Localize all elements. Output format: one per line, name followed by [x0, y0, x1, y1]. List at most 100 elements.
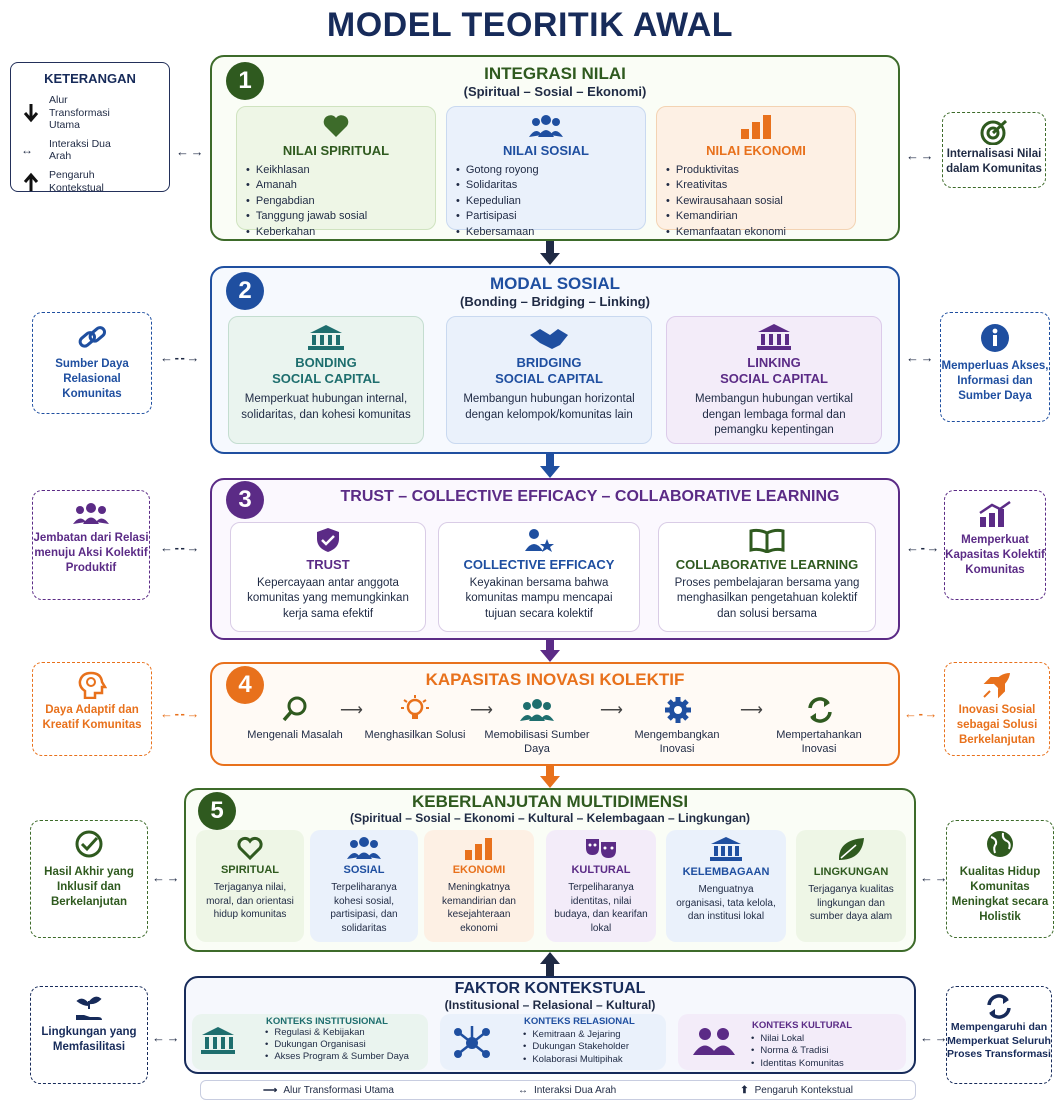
list-item: Norma & Tradisi [760, 1045, 844, 1057]
list-item: Regulasi & Kebijakan [274, 1027, 426, 1039]
handshake-icon [530, 329, 568, 349]
list-item: Solidaritas [466, 178, 645, 194]
arrow-down-icon [540, 640, 560, 662]
side-box-daya-adaptif: Daya Adaptif dan Kreatif Komunitas [32, 662, 152, 756]
card-title-line2: SOCIAL CAPITAL [272, 370, 380, 386]
two-way-arrow-icon: ← - → [904, 706, 938, 721]
institution-icon [710, 837, 742, 861]
card-title: NILAI SPIRITUAL [282, 143, 390, 158]
people-group-icon [520, 699, 554, 721]
section-4-title: KAPASITAS INOVASI KOLEKTIF [425, 670, 685, 689]
card-title: SPIRITUAL [220, 864, 280, 876]
target-icon [980, 119, 1008, 145]
card-description: Proses pembelajaran bersama yang menghas… [674, 576, 860, 620]
two-way-arrow-icon: ← - → [906, 540, 940, 555]
globe-icon [987, 831, 1013, 857]
card-bonding: BONDING SOCIAL CAPITAL Memperkuat hubung… [228, 316, 424, 444]
section-kapasitas-inovasi [210, 662, 900, 766]
section-fk-subtitle: (Institusional – Relasional – Kultural) [444, 998, 656, 1012]
legend-connector-arrow: ← → [176, 144, 204, 159]
arrow-down-icon [540, 766, 560, 788]
two-way-arrow-icon: ← → [906, 148, 934, 163]
side-box-label: Mempengaruhi dan Memperkuat Seluruh Pros… [947, 1021, 1051, 1061]
card-konteks-kultural: KONTEKS KULTURAL Nilai Lokal Norma & Tra… [678, 1014, 906, 1070]
two-way-arrow-icon: ← → [152, 870, 180, 885]
step-label: Menghasilkan Solusi [364, 729, 466, 741]
list-item: Kebersamaan [466, 225, 645, 241]
list-item: Nilai Lokal [760, 1033, 844, 1045]
card-title: NILAI SOSIAL [503, 143, 589, 158]
card-title: KONTEKS RELASIONAL [524, 1016, 635, 1027]
two-way-arrow-icon: ← - - → [160, 350, 199, 365]
card-kultural: KULTURAL Terpeliharanya identitas, nilai… [546, 830, 656, 942]
step-label: Mengembangkan Inovasi [634, 729, 720, 756]
card-title: KULTURAL [571, 864, 631, 876]
two-way-arrow-icon: ↔ [517, 1084, 528, 1096]
section-fk-title: FAKTOR KONTEKSTUAL [454, 980, 646, 997]
shield-check-icon [317, 528, 339, 552]
list-item: Produktivitas [676, 163, 855, 179]
card-title: KONTEKS INSTITUSIONAL [266, 1016, 388, 1027]
info-icon [981, 324, 1009, 352]
card-title: SOSIAL [343, 864, 385, 876]
side-box-memperluas-akses: Memperluas Akses, Informasi dan Sumber D… [940, 312, 1050, 422]
side-box-label: Hasil Akhir yang Inklusif dan Berkelanju… [44, 866, 134, 908]
section-2-number: 2 [226, 272, 264, 310]
side-box-sumber-daya-relasional: Sumber Daya Relasional Komunitas [32, 312, 152, 414]
card-title: KELEMBAGAAN [682, 866, 770, 878]
side-box-jembatan-relasi: Jembatan dari Relasi menuju Aksi Kolekti… [32, 490, 150, 600]
list-item: Kolaborasi Multipihak [532, 1054, 629, 1066]
bar-chart-icon [465, 838, 492, 860]
list-item: Kewirausahaan sosial [676, 194, 855, 210]
two-way-arrow-icon: ← → [920, 1030, 948, 1045]
institution-icon [201, 1027, 235, 1054]
refresh-icon [987, 994, 1011, 1019]
card-title-line1: BONDING [295, 355, 357, 370]
open-book-icon [749, 528, 785, 553]
side-box-label: Daya Adaptif dan Kreatif Komunitas [42, 704, 142, 731]
people-group-icon [73, 503, 109, 524]
two-way-arrow-icon: ↔ [21, 143, 33, 158]
two-way-arrow-icon: ← → [920, 870, 948, 885]
step-label: Mempertahankan Inovasi [776, 729, 862, 756]
card-collaborative-learning: COLLABORATIVE LEARNING Proses pembelajar… [658, 522, 876, 632]
section-2-title: MODAL SOSIAL [489, 274, 621, 293]
person-star-icon [525, 529, 554, 552]
card-description: Kepercayaan antar anggota komunitas yang… [247, 576, 409, 620]
step-label: Memobilisasi Sumber Daya [484, 729, 590, 756]
arrow-up-icon: ⬆ [740, 1084, 749, 1096]
side-box-label: Memperkuat Kapasitas Kolektif Komunitas [945, 534, 1045, 576]
card-title: COLLABORATIVE LEARNING [675, 557, 859, 572]
side-box-label: Jembatan dari Relasi menuju Aksi Kolekti… [33, 532, 149, 574]
magnifier-icon [282, 696, 307, 722]
list-item: Gotong royong [466, 163, 645, 179]
step-label: Mengenali Masalah [247, 729, 343, 741]
list-item: Dukungan Organisasi [274, 1039, 426, 1051]
card-title: EKONOMI [452, 864, 506, 876]
card-title: NILAI EKONOMI [706, 143, 806, 158]
legend-title: KETERANGAN [44, 71, 136, 86]
section-3-title: TRUST – COLLECTIVE EFFICACY – COLLABORAT… [340, 488, 840, 505]
side-box-label: Sumber Daya Relasional Komunitas [55, 358, 129, 400]
side-box-label: Lingkungan yang Memfasilitasi [41, 1026, 137, 1053]
card-konteks-relasional: KONTEKS RELASIONAL Kemitraan & Jejaring … [440, 1014, 666, 1070]
card-description: Menguatnya organisasi, tata kelola, dan … [676, 884, 776, 923]
section-5-title: KEBERLANJUTAN MULTIDIMENSI [411, 792, 689, 811]
footer-legend-item: Alur Transformasi Utama [283, 1084, 394, 1096]
card-trust: TRUST Kepercayaan antar anggota komunita… [230, 522, 426, 632]
people-group-icon [529, 115, 563, 137]
side-box-kualitas-hidup: Kualitas Hidup Komunitas Meningkat secar… [946, 820, 1054, 938]
institution-icon [757, 324, 791, 350]
legend-box: KETERANGAN Alur Transformasi Utama ↔ Int… [10, 62, 170, 194]
side-box-label: Memperluas Akses, Informasi dan Sumber D… [941, 360, 1049, 402]
people-group-icon [347, 837, 381, 859]
side-box-label: Kualitas Hidup Komunitas Meningkat secar… [951, 866, 1049, 923]
two-way-arrow-icon: ← - - → [160, 540, 199, 555]
list-item: Pengabdian [256, 194, 435, 210]
card-description: Terjaganya kualitas lingkungan dan sumbe… [808, 884, 894, 923]
arrow-up-icon [23, 172, 39, 191]
section-1-title: INTEGRASI NILAI [484, 64, 626, 83]
two-way-arrow-icon: ← - - → [160, 706, 199, 721]
list-item: Partisipasi [466, 209, 645, 225]
list-item: Keikhlasan [256, 163, 435, 179]
